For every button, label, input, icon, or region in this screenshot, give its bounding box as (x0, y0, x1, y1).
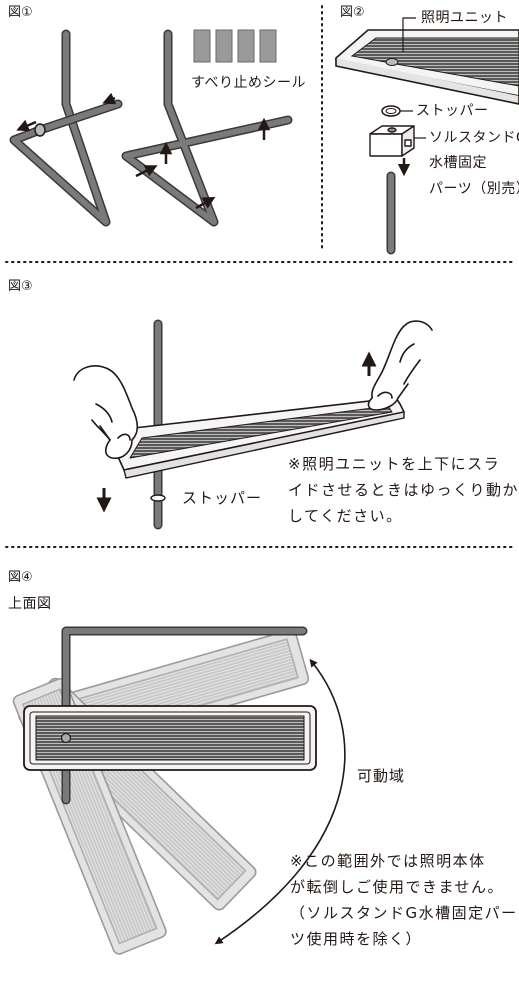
fig2-parts-label-line3: パーツ（別売） (429, 181, 519, 197)
separators (5, 5, 513, 548)
fig3-arrows (96, 351, 377, 513)
fig3-stopper-label: ストッパー (182, 489, 263, 507)
fig2-light-unit (335, 29, 519, 105)
fig4-main-panel (23, 705, 317, 771)
fig2-parts-label-line2: 水槽固定 (429, 155, 487, 171)
fig4-range-arrow (214, 658, 346, 945)
fig4-note: ※この範囲外では照明本体 が転倒しご使用できません。 （ソルスタンドG水槽固定パ… (290, 852, 518, 948)
fig3-hand-right (367, 320, 433, 411)
fig2-fixing-parts (369, 125, 415, 157)
fig4-range-label: 可動域 (357, 767, 406, 785)
fig1-stand-right (121, 29, 293, 227)
fig2-stopper-label: ストッパー (416, 103, 489, 119)
fig4-caption: 図④ (8, 570, 33, 585)
fig3-light-unit (113, 397, 405, 479)
fig2-light-unit-label: 照明ユニット (421, 10, 508, 26)
fig3-stopper (150, 494, 166, 502)
fig1-stopper-ring (34, 123, 46, 137)
fig1-stand-left (9, 29, 123, 227)
fig4-subtitle: 上面図 (8, 596, 52, 612)
fig2-stopper-ring (381, 105, 401, 117)
fig3-caption: 図③ (8, 279, 33, 294)
fig2-parts-label-line1: ソルスタンドG (429, 130, 519, 146)
fig3-hand-left (73, 365, 139, 460)
fig2-caption: 図② (340, 5, 365, 20)
fig1-caption: 図① (8, 5, 33, 20)
fig1-sticker-label: すべり止めシール (191, 75, 307, 91)
fig1-arrows (16, 92, 271, 210)
fig1-anti-slip-stickers (193, 29, 277, 63)
fig3-note: ※照明ユニットを上下にスラ イドさせるときはゆっくり動か してください。 (288, 455, 519, 525)
